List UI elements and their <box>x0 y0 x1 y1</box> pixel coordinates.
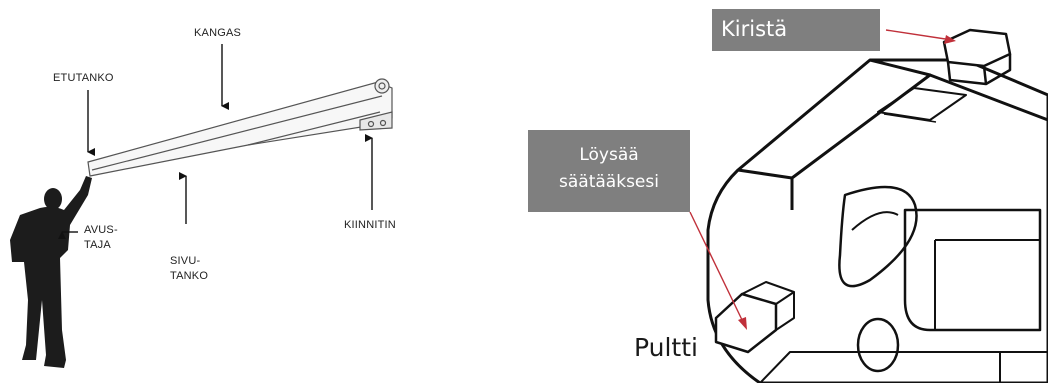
tag-tighten: Kiristä <box>712 9 880 51</box>
assistant-silhouette <box>10 176 92 368</box>
label-avustaja-1: AVUS- <box>84 224 118 236</box>
bracket-drawing <box>706 28 1048 383</box>
tag-loosen: Löysää säätääksesi <box>528 130 690 212</box>
label-avustaja-2: TAJA <box>84 239 111 251</box>
tag-loosen-line1: Löysää <box>579 145 639 165</box>
label-kiinnitin: KIINNITIN <box>344 219 396 231</box>
tag-loosen-line2: säätääksesi <box>559 172 659 192</box>
pointer-arrows <box>58 44 373 239</box>
tag-tighten-text: Kiristä <box>721 17 788 41</box>
label-etutanko: ETUTANKO <box>53 72 114 84</box>
label-kangas: KANGAS <box>194 27 242 39</box>
label-sivutanko-1: SIVU- <box>170 255 201 267</box>
red-arrows <box>689 29 956 330</box>
label-sivutanko-2: TANKO <box>170 270 209 282</box>
awning-arm <box>87 78 393 177</box>
label-bolt: Pultti <box>634 333 698 362</box>
